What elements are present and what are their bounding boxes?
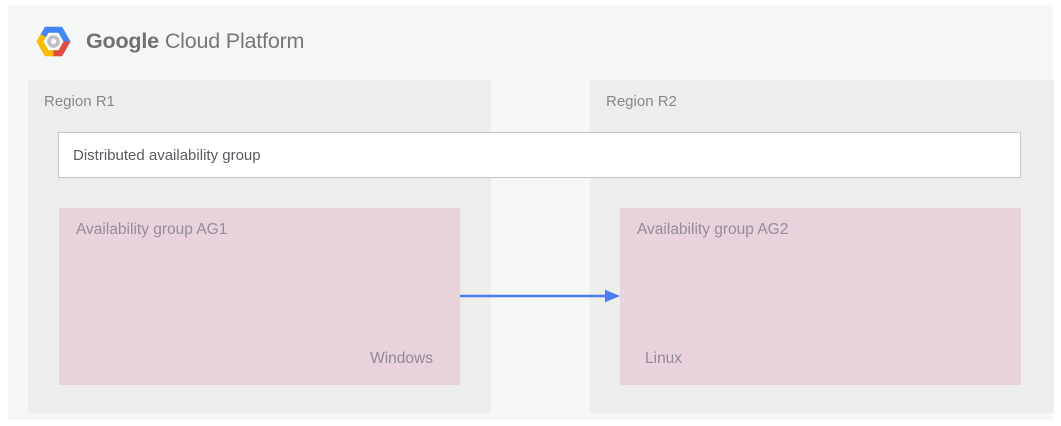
gcp-logo-icon [36, 26, 71, 56]
availability-group-ag1-label: Availability group AG1 [76, 221, 228, 238]
availability-group-ag2-box: Availability group AG2 Linux [620, 208, 1021, 385]
logo-product-text: Cloud Platform [164, 28, 305, 53]
diagram-canvas: Google Cloud Platform Region R1 Region R… [8, 5, 1054, 420]
distributed-availability-group-box: Distributed availability group [58, 132, 1021, 178]
availability-group-ag1-box: Availability group AG1 Windows [59, 208, 460, 385]
availability-group-ag2-label: Availability group AG2 [637, 221, 789, 238]
region-r1-label: Region R1 [44, 93, 115, 110]
gcp-header: Google Cloud Platform [34, 21, 304, 61]
logo-brand-text: Google [86, 28, 159, 53]
region-r2-label: Region R2 [606, 93, 677, 110]
ag1-os-label: Windows [370, 350, 433, 367]
distributed-availability-group-label: Distributed availability group [73, 146, 261, 164]
replication-arrow-icon [460, 289, 620, 303]
gcp-logo-text: Google Cloud Platform [86, 29, 304, 54]
ag2-os-label: Linux [645, 350, 683, 367]
